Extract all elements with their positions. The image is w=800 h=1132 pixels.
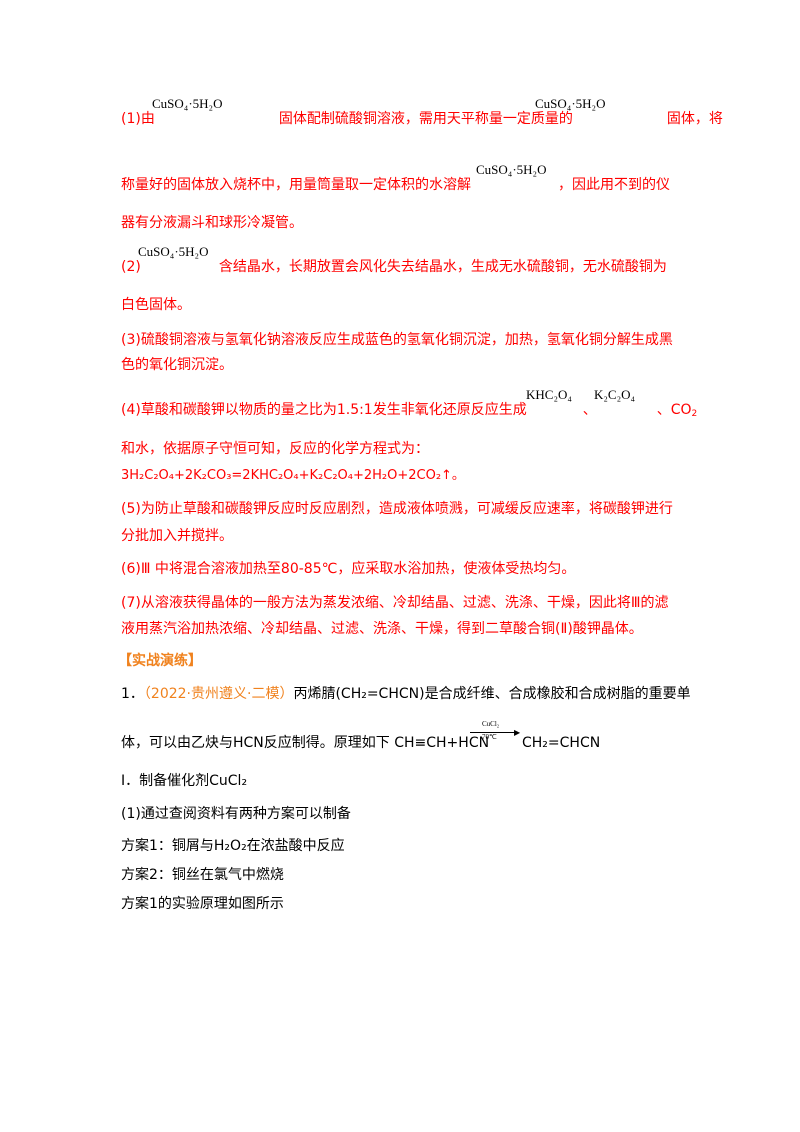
question-text: 丙烯腈(CH₂=CHCN)是合成纤维、合成橡胶和合成树脂的重要单 <box>293 686 691 702</box>
question-product: CH₂=CHCN <box>522 735 601 751</box>
answer-3-line-2: 色的氧化铜沉淀。 <box>121 357 233 373</box>
answer-1-line-2: 称量好的固体放入烧杯中，用量筒量取一定体积的水溶解 ，因此用不到的仪 <box>121 176 670 194</box>
question-1-line-1: 1．（2022·贵州遵义·二模）丙烯腈(CH₂=CHCN)是合成纤维、合成橡胶和… <box>121 685 691 703</box>
part-1-title: Ⅰ．制备催化剂CuCl₂ <box>121 773 248 789</box>
answer-4-line-2: 和水，依据原子守恒可知，反应的化学方程式为： <box>121 441 429 457</box>
paragraph-3: 方案2：铜丝在氯气中燃烧 <box>121 867 284 883</box>
answer-1-line-1: (1)由 固体配制硫酸铜溶液，需用天平称量一定质量的 固体，将 <box>121 110 723 128</box>
formula-khc2o4: KHC₂O₄ <box>526 387 572 402</box>
paragraph-4: 方案1的实验原理如图所示 <box>121 896 284 912</box>
answer-5-line-1: (5)为防止草酸和碳酸钾反应时反应剧烈，造成液体喷溅，可减缓反应速率，将碳酸钾进… <box>121 501 673 517</box>
section-title: 【实战演练】 <box>118 653 202 669</box>
formula-k2c2o4: K₂C₂O₄ <box>594 387 636 402</box>
answer-4-equation: 3H₂C₂O₄+2K₂CO₃=2KHC₂O₄+K₂C₂O₄+2H₂O+2CO₂↑… <box>121 468 465 483</box>
answer-1-line-2a: 称量好的固体放入烧杯中，用量筒量取一定体积的水溶解 <box>121 177 471 193</box>
answer-7-line-2: 液用蒸汽浴加热浓缩、冷却结晶、过滤、洗涤、干燥，得到二草酸合铜(Ⅱ)酸钾晶体。 <box>121 621 643 637</box>
arrow-temperature: 70℃ <box>482 733 497 741</box>
answer-1-prefix: (1)由 <box>121 111 155 127</box>
answer-1-end: 固体，将 <box>666 111 723 127</box>
question-1-line-2: 体，可以由乙炔与HCN反应制得。原理如下 CH≡CH+HCN <box>121 734 489 752</box>
answer-4-line-1: (4)草酸和碳酸钾以物质的量之比为1.5:1发生非氧化还原反应生成、、CO2 <box>121 402 698 419</box>
answer-1-line-3: 器有分液漏斗和球形冷凝管。 <box>121 215 303 231</box>
formula-cuso4: CuSO₄·5H₂O <box>535 96 606 111</box>
answer-2-line-1: (2) 含结晶水，长期放置会风化失去结晶水，生成无水硫酸铜，无水硫酸铜为 <box>121 258 667 276</box>
answer-2-line-2: 白色固体。 <box>121 297 191 313</box>
formula-cuso4: CuSO₄·5H₂O <box>476 162 547 177</box>
question-number: 1． <box>121 686 144 702</box>
paragraph-2: 方案1：铜屑与H₂O₂在浓盐酸中反应 <box>121 838 345 854</box>
arrow-catalyst: CuCl₂ <box>482 720 500 728</box>
formula-cuso4: CuSO₄·5H₂O <box>138 244 209 259</box>
answer-5-line-2: 分批加入并搅拌。 <box>121 528 233 544</box>
answer-1-line-2b: ，因此用不到的仪 <box>558 177 670 193</box>
answer-1-mid: 固体配制硫酸铜溶液，需用天平称量一定质量的 <box>278 111 573 127</box>
question-text-2: 体，可以由乙炔与HCN反应制得。原理如下 CH≡CH+HCN <box>121 735 490 751</box>
answer-4-sep: 、 <box>656 402 671 418</box>
answer-4-sep: 、 <box>582 402 597 418</box>
answer-2-prefix: (2) <box>121 259 141 275</box>
answer-3-line-1: (3)硫酸铜溶液与氢氧化钠溶液反应生成蓝色的氢氧化铜沉淀，加热，氢氧化铜分解生成… <box>121 332 673 348</box>
formula-cuso4: CuSO₄·5H₂O <box>152 96 223 111</box>
paragraph-1: (1)通过查阅资料有两种方案可以制备 <box>121 806 351 822</box>
arrow-head-icon: ▶ <box>514 728 521 737</box>
answer-6-line-1: (6)Ⅲ 中将混合溶液加热至80-85℃，应采取水浴加热，使液体受热均匀。 <box>121 561 576 577</box>
answer-4-text: (4)草酸和碳酸钾以物质的量之比为1.5:1发生非氧化还原反应生成 <box>121 402 527 418</box>
reaction-arrow: CuCl₂ ▶ 70℃ <box>470 720 522 746</box>
answer-4-co2: CO <box>670 402 692 418</box>
arrow-line <box>470 732 518 733</box>
question-source: （2022·贵州遵义·二模） <box>143 686 294 702</box>
answer-7-line-1: (7)从溶液获得晶体的一般方法为蒸发浓缩、冷却结晶、过滤、洗涤、干燥，因此将Ⅲ的… <box>121 595 669 611</box>
answer-2-text: 含结晶水，长期放置会风化失去结晶水，生成无水硫酸铜，无水硫酸铜为 <box>218 259 667 275</box>
